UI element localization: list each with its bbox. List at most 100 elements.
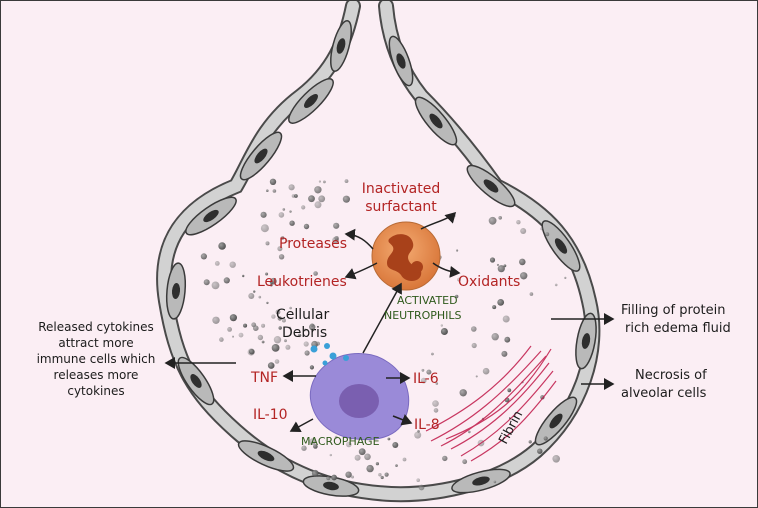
protein-particle: [289, 220, 295, 226]
protein-particle: [218, 242, 226, 250]
protein-particle: [265, 272, 269, 276]
protein-particle: [212, 316, 220, 324]
protein-particle: [414, 431, 422, 439]
protein-particle: [211, 281, 220, 290]
protein-particle: [333, 222, 340, 229]
protein-particle: [528, 440, 532, 444]
protein-particle: [297, 333, 302, 338]
protein-particle: [402, 457, 407, 462]
protein-particle: [488, 216, 497, 225]
protein-particle: [459, 389, 467, 397]
macrophage: [309, 353, 410, 441]
protein-particle: [229, 261, 236, 268]
protein-particle: [261, 323, 266, 328]
protein-particle: [482, 367, 490, 375]
protein-particle: [315, 341, 320, 346]
protein-particle: [346, 441, 352, 448]
protein-particle: [440, 324, 443, 327]
protein-particle: [286, 239, 289, 242]
protein-particle: [344, 179, 349, 184]
protein-particle: [564, 276, 567, 279]
protein-particle: [457, 277, 461, 282]
protein-particle: [351, 475, 354, 479]
protein-particle: [314, 186, 322, 194]
protein-particle: [270, 283, 273, 287]
activated-neutrophil: [371, 221, 441, 291]
label-il6: IL-6: [413, 371, 439, 387]
label-cytokines-2: attract more: [58, 336, 133, 350]
protein-particle: [309, 365, 314, 370]
protein-particle: [384, 472, 389, 477]
protein-particle: [303, 328, 307, 332]
fibrin-strands: [425, 345, 557, 462]
protein-particle: [492, 305, 497, 310]
protein-particle: [432, 400, 439, 407]
protein-particle: [366, 464, 374, 473]
protein-particle: [301, 445, 307, 451]
protein-particle: [471, 342, 477, 349]
protein-particle: [311, 469, 319, 477]
label-activated-neutrophils-1: ACTIVATED: [397, 294, 458, 307]
protein-particle: [475, 375, 478, 378]
protein-particle: [253, 325, 259, 332]
protein-particle: [421, 368, 425, 372]
protein-particle: [387, 437, 391, 441]
protein-particle: [242, 274, 245, 278]
protein-particle: [491, 333, 499, 341]
protein-particle: [329, 453, 332, 457]
protein-particle: [272, 189, 277, 193]
label-filling-1: Filling of protein: [621, 303, 725, 318]
label-inactivated-surfactant-2: surfactant: [365, 199, 437, 215]
protein-particle: [364, 453, 371, 461]
protein-particle: [498, 216, 503, 220]
protein-particle: [313, 271, 318, 276]
label-oxidants: Oxidants: [458, 274, 520, 290]
protein-particle: [433, 408, 439, 413]
protein-particle: [278, 212, 285, 218]
protein-particle: [435, 382, 439, 385]
protein-particle: [257, 334, 264, 341]
protein-particle: [265, 241, 270, 246]
protein-particle: [380, 475, 384, 480]
protein-particle: [288, 326, 292, 330]
protein-particle: [200, 253, 207, 260]
protein-particle: [395, 464, 398, 467]
protein-particle: [308, 195, 315, 203]
protein-particle: [507, 388, 512, 393]
protein-particle: [426, 369, 432, 375]
protein-particle: [442, 455, 448, 462]
protein-particle: [288, 184, 295, 191]
protein-particle: [285, 344, 291, 350]
protein-particle: [502, 315, 510, 323]
protein-particle: [271, 314, 276, 319]
label-macrophage: MACROPHAGE: [301, 435, 380, 448]
protein-particle: [229, 314, 237, 322]
protein-particle: [248, 293, 255, 299]
protein-particle: [227, 327, 233, 332]
protein-particle: [291, 194, 296, 198]
label-cellular-debris-1: Cellular: [276, 307, 330, 323]
protein-particle: [392, 442, 399, 448]
protein-particle: [462, 459, 468, 465]
label-proteases: Proteases: [279, 236, 347, 252]
protein-particle: [278, 326, 282, 330]
protein-particle: [266, 189, 269, 192]
protein-particle: [219, 337, 224, 342]
protein-particle: [497, 299, 505, 306]
label-filling-2: rich edema fluid: [625, 321, 731, 336]
protein-particle: [331, 474, 337, 481]
protein-particle: [418, 484, 425, 491]
protein-particle: [271, 344, 280, 352]
protein-particle: [440, 328, 448, 335]
protein-particle: [501, 350, 508, 357]
protein-particle: [456, 249, 459, 252]
label-necrosis-2: alveolar cells: [621, 386, 707, 401]
protein-particle: [520, 272, 528, 280]
protein-particle: [489, 257, 496, 263]
protein-particle: [304, 350, 310, 356]
protein-particle: [318, 195, 326, 203]
label-cytokines-4: releases more: [54, 368, 139, 382]
protein-particle: [519, 258, 526, 266]
protein-particle: [253, 290, 256, 293]
